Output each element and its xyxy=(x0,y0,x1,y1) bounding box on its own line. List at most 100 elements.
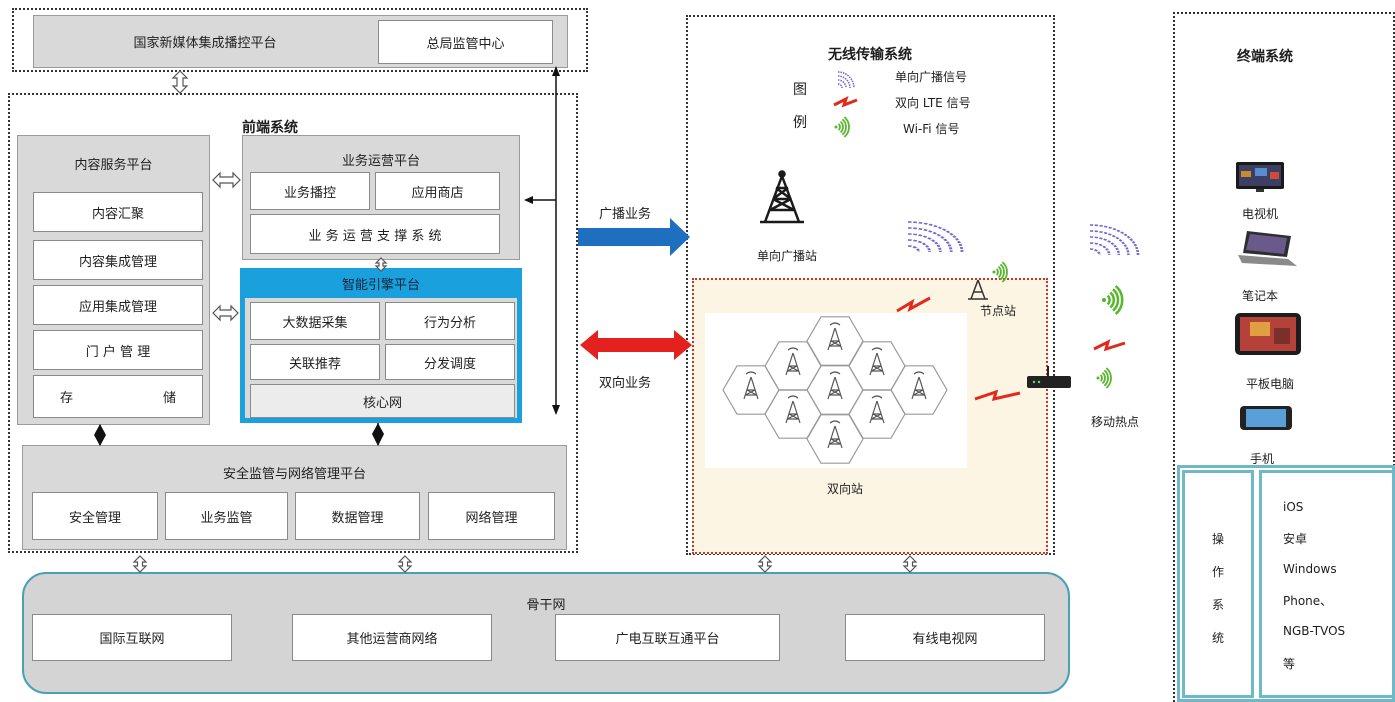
content-integration-box: 内容集成管理 xyxy=(33,240,203,280)
top-system-frame xyxy=(12,8,588,72)
lte-signal-icon xyxy=(974,389,1021,402)
interactive-service-arrow xyxy=(580,330,692,360)
cell-tower-icon xyxy=(785,347,801,376)
os-item-ios: iOS xyxy=(1283,500,1304,514)
storage-label-start: 存 xyxy=(60,391,74,406)
operations-support-system-box: 业 务 运 营 支 撑 系 统 xyxy=(250,214,500,254)
node-station-label: 节点站 xyxy=(979,304,1016,318)
lte-signal-icon xyxy=(896,296,931,313)
operating-system-list-cell xyxy=(1259,470,1395,698)
legend-marker-top: 图 xyxy=(793,82,807,98)
os-item-ngb-tvos: NGB-TVOS xyxy=(1283,624,1346,638)
legend-lte-signal-text: 双向 LTE 信号 xyxy=(895,96,971,110)
operating-system-label-cell xyxy=(1182,470,1254,698)
backbone-connector-1 xyxy=(132,555,148,573)
phone-label: 手机 xyxy=(1249,452,1274,466)
cell-tower-icon xyxy=(827,420,843,449)
backbone-connector-3 xyxy=(757,555,773,573)
legend-broadcast-signal-text: 单向广播信号 xyxy=(895,70,968,84)
data-management-box: 数据管理 xyxy=(295,492,420,540)
broadcast-tower-icon xyxy=(760,170,804,224)
content-to-security-connector xyxy=(94,424,106,446)
service-control-box: 业务播控 xyxy=(250,172,370,210)
big-data-collection-box: 大数据采集 xyxy=(250,302,380,340)
tv-icon xyxy=(1236,162,1284,192)
distribution-scheduling-box: 分发调度 xyxy=(385,344,515,380)
broadcast-signal-icon xyxy=(1089,224,1140,256)
behavior-analysis-box: 行为分析 xyxy=(385,302,515,340)
router-icon xyxy=(1027,366,1071,388)
backbone-connector-2 xyxy=(397,555,413,573)
other-operators-network-box: 其他运营商网络 xyxy=(292,614,492,661)
tablet-icon xyxy=(1235,313,1301,355)
interactive-service-label: 双向业务 xyxy=(598,376,651,391)
legend-wifi-signal-text: Wi-Fi 信号 xyxy=(903,122,960,136)
os-item-phone: Phone、 xyxy=(1283,594,1333,608)
wifi-signal-icon xyxy=(1101,285,1124,315)
cell-tower-icon xyxy=(827,322,843,351)
service-supervision-box: 业务监管 xyxy=(165,492,288,540)
broadcast-service-label: 广播业务 xyxy=(598,207,651,222)
broadcast-signal-icon xyxy=(907,221,964,253)
cell-tower-icon xyxy=(869,347,885,376)
supervision-center-box: 总局监管中心 xyxy=(378,20,553,64)
cell-tower-icon xyxy=(911,371,927,400)
front-end-frame xyxy=(8,93,578,553)
hex-cell xyxy=(890,365,948,415)
supervision-line xyxy=(524,66,560,415)
phone-icon xyxy=(1240,406,1292,430)
front-end-title: 前端系统 xyxy=(242,120,298,136)
broadcast-service-arrow xyxy=(578,218,690,256)
network-management-box: 网络管理 xyxy=(428,492,555,540)
lte-signal-icon xyxy=(1093,339,1126,352)
core-network-box: 核心网 xyxy=(250,384,515,418)
storage-box: 存 储 xyxy=(33,375,203,418)
content-to-engine-connector xyxy=(212,304,239,322)
security-management-box: 安全管理 xyxy=(32,492,158,540)
content-service-platform-title: 内容服务平台 xyxy=(74,158,153,173)
engine-to-security-connector xyxy=(372,423,384,446)
security-management-platform-title: 安全监管与网络管理平台 xyxy=(222,467,366,482)
tv-label: 电视机 xyxy=(1241,207,1278,221)
cable-tv-network-box: 有线电视网 xyxy=(845,614,1045,661)
app-integration-box: 应用集成管理 xyxy=(33,285,203,325)
recommendation-box: 关联推荐 xyxy=(250,344,380,380)
wifi-signal-icon xyxy=(992,261,1008,283)
content-to-business-connector xyxy=(212,171,241,189)
backbone-connector-4 xyxy=(902,555,918,573)
integrated-broadcast-platform-title: 国家新媒体集成播控平台 xyxy=(133,36,277,51)
cell-tower-icon xyxy=(785,395,801,424)
cell-tower-icon xyxy=(869,395,885,424)
business-to-engine-connector xyxy=(374,257,388,272)
node-station-tower-icon xyxy=(968,279,988,300)
tablet-label: 平板电脑 xyxy=(1245,377,1294,391)
os-label-char-3: 系 xyxy=(1211,598,1224,612)
cellular-hex-grid xyxy=(722,316,948,464)
cell-tower-icon xyxy=(827,371,843,400)
wifi-signal-icon xyxy=(834,116,850,138)
backbone-network-title: 骨干网 xyxy=(526,598,566,613)
lte-signal-icon xyxy=(833,96,858,108)
broadcast-station-label: 单向广播站 xyxy=(756,249,817,263)
laptop-label: 笔记本 xyxy=(1241,289,1278,303)
storage-label-end: 储 xyxy=(162,391,176,406)
os-label-char-4: 统 xyxy=(1211,631,1224,645)
os-label-char-2: 作 xyxy=(1211,565,1224,579)
laptop-icon xyxy=(1238,231,1297,266)
intelligent-engine-title-band: 智能引擎平台 xyxy=(240,268,522,298)
broadcast-interconnect-platform-box: 广电互联互通平台 xyxy=(555,614,780,661)
mobile-hotspot-label: 移动热点 xyxy=(1090,415,1139,429)
broadcast-signal-icon xyxy=(837,71,855,89)
business-operations-platform-title: 业务运营平台 xyxy=(341,154,420,169)
cell-tower-icon xyxy=(743,371,759,400)
international-internet-box: 国际互联网 xyxy=(32,614,232,661)
os-item-etc: 等 xyxy=(1283,657,1296,671)
os-label-char-1: 操 xyxy=(1211,532,1224,546)
wireless-transmission-title: 无线传输系统 xyxy=(828,47,912,63)
terminal-system-title: 终端系统 xyxy=(1237,49,1293,65)
legend-marker-bottom: 例 xyxy=(793,115,807,131)
wireless-transmission-frame xyxy=(686,15,1055,555)
os-item-android: 安卓 xyxy=(1283,532,1308,546)
